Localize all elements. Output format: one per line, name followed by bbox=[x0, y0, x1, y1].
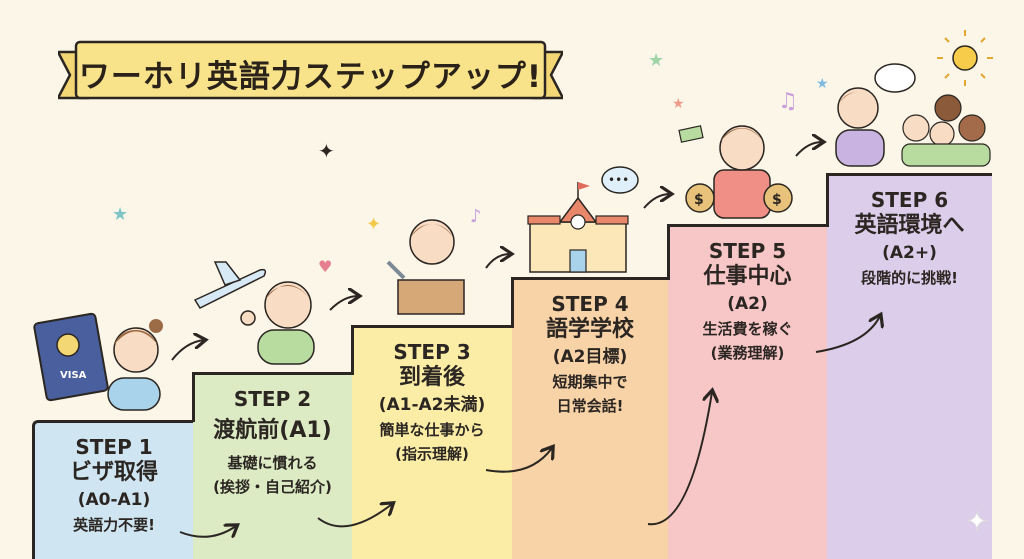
progress-arrows bbox=[171, 142, 880, 537]
step-desc: 生活費を稼ぐ bbox=[702, 320, 793, 338]
step-level: (A2+) bbox=[882, 243, 937, 263]
sun-icon bbox=[937, 30, 993, 86]
step-desc: (指示理解) bbox=[395, 445, 469, 463]
step-4-block: STEP 4 語学学校 (A2目標) 短期集中で 日常会話! bbox=[512, 277, 668, 559]
step-name: 到着後 bbox=[398, 365, 465, 390]
person-with-box-icon bbox=[386, 219, 465, 315]
step-2-block: STEP 2 渡航前(A1) 基礎に慣れる (挨拶・自己紹介) bbox=[193, 372, 352, 559]
step-label: STEP 1 bbox=[75, 435, 153, 459]
page-title: ワーホリ英語力ステップアップ! bbox=[78, 58, 543, 95]
step-name: 渡航前(A1) bbox=[213, 418, 332, 443]
svg-text:•••: ••• bbox=[608, 173, 629, 187]
stair-riser bbox=[826, 173, 829, 227]
step-desc: 短期集中で bbox=[552, 373, 628, 391]
sparkle-icon: ✦ bbox=[966, 507, 988, 537]
group-of-people-icon bbox=[835, 63, 991, 167]
speech-bubble-icon: ••• bbox=[601, 166, 639, 194]
person-icon bbox=[107, 319, 163, 411]
step-5-block: STEP 5 仕事中心 (A2) 生活費を稼ぐ (業務理解) bbox=[668, 224, 827, 559]
person-waving-icon bbox=[240, 281, 315, 365]
step-desc: 簡単な仕事から bbox=[379, 421, 485, 439]
visa-label: VISA bbox=[60, 370, 87, 381]
step-label: STEP 2 bbox=[233, 387, 312, 411]
svg-text:$: $ bbox=[772, 192, 782, 208]
step-desc: 基礎に慣れる bbox=[227, 454, 318, 472]
step-desc: 段階的に挑戦! bbox=[861, 269, 958, 287]
ribbon-shape bbox=[58, 40, 563, 100]
step-level: (A1-A2未満) bbox=[378, 395, 486, 415]
step-3-block: STEP 3 到着後 (A1-A2未満) 簡単な仕事から (指示理解) bbox=[352, 325, 512, 559]
step-label: STEP 3 bbox=[393, 340, 471, 364]
school-building-icon bbox=[527, 182, 629, 273]
music-note-icon: ♫ bbox=[778, 89, 798, 114]
heart-icon: ♥ bbox=[318, 257, 332, 276]
step-level: (A0-A1) bbox=[77, 490, 151, 510]
title-banner: ワーホリ英語力ステップアップ! bbox=[58, 38, 563, 108]
stair-riser bbox=[192, 372, 195, 422]
step-desc: 英語力不要! bbox=[73, 516, 155, 534]
airplane-icon bbox=[193, 261, 267, 309]
star-icon: ★ bbox=[112, 204, 128, 225]
step-label: STEP 5 bbox=[708, 239, 787, 263]
passport-icon: VISA bbox=[33, 312, 109, 402]
step-desc: 日常会話! bbox=[556, 397, 624, 415]
step-name: ビザ取得 bbox=[69, 460, 158, 485]
step-level: (A2) bbox=[727, 294, 768, 314]
step-name: 仕事中心 bbox=[703, 264, 792, 289]
step-label: STEP 4 bbox=[551, 292, 629, 316]
step-level: (A2目標) bbox=[552, 347, 628, 367]
step-label: STEP 6 bbox=[870, 188, 949, 212]
step-6-block: STEP 6 英語環境へ (A2+) 段階的に挑戦! bbox=[827, 173, 992, 559]
step-desc: (挨拶・自己紹介) bbox=[213, 478, 332, 496]
step-1-block: STEP 1 ビザ取得 (A0-A1) 英語力不要! bbox=[32, 420, 193, 559]
star-icon: ★ bbox=[672, 96, 685, 112]
step-name: 語学学校 bbox=[545, 317, 634, 342]
stair-riser bbox=[667, 224, 670, 280]
sparkle-icon: ✦ bbox=[318, 139, 335, 163]
sparkle-icon: ✦ bbox=[366, 214, 381, 235]
step-desc: (業務理解) bbox=[710, 344, 785, 362]
star-icon: ★ bbox=[816, 76, 829, 92]
music-note-icon: ♪ bbox=[470, 206, 482, 227]
step-name: 英語環境へ bbox=[854, 213, 965, 238]
worker-with-money-icon: $ $ bbox=[678, 125, 793, 219]
svg-text:$: $ bbox=[694, 192, 704, 208]
stair-riser bbox=[511, 277, 514, 328]
star-icon: ★ bbox=[648, 50, 664, 71]
stair-riser bbox=[351, 325, 354, 375]
